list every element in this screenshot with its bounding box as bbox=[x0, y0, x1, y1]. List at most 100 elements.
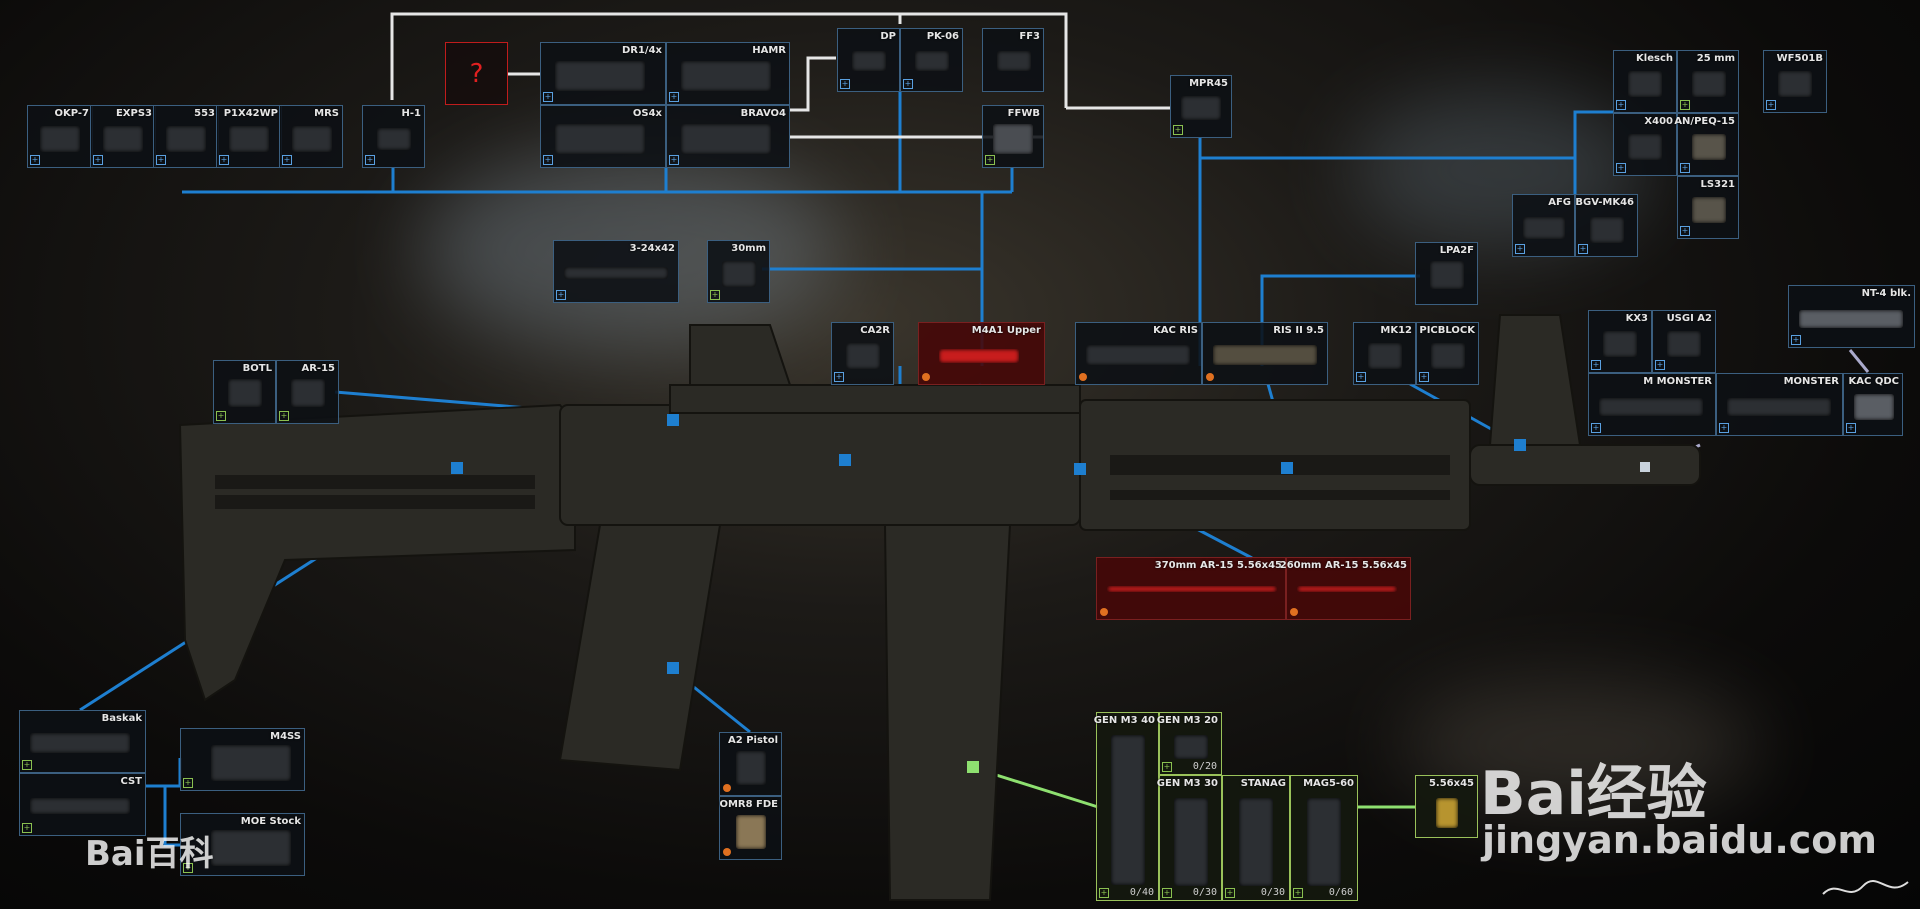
slot-lpa2f[interactable]: LPA2F bbox=[1415, 242, 1478, 305]
slot-ar15[interactable]: AR-15+ bbox=[276, 360, 339, 424]
pin-barrel[interactable] bbox=[1074, 463, 1086, 475]
slot-p1x42wp[interactable]: P1X42WP+ bbox=[216, 105, 282, 168]
plus-icon[interactable]: + bbox=[1419, 372, 1429, 382]
slot-wf501b[interactable]: WF501B+ bbox=[1763, 50, 1827, 113]
slot-hamr[interactable]: HAMR+ bbox=[666, 42, 790, 105]
slot-botl[interactable]: BOTL+ bbox=[213, 360, 276, 424]
slot-kac-qdc[interactable]: KAC QDC+ bbox=[1843, 373, 1903, 436]
plus-icon[interactable]: + bbox=[669, 155, 679, 165]
slot-mpr45[interactable]: MPR45+ bbox=[1170, 75, 1232, 138]
plus-icon[interactable]: + bbox=[1766, 100, 1776, 110]
plus-icon[interactable]: + bbox=[183, 863, 193, 873]
slot-ris-ii-9-5[interactable]: RIS II 9.5 bbox=[1202, 322, 1328, 385]
slot-barrel-370mm[interactable]: 370mm AR-15 5.56x45 bbox=[1096, 557, 1286, 620]
slot-ls321[interactable]: LS321+ bbox=[1677, 176, 1739, 239]
plus-icon[interactable]: + bbox=[1680, 100, 1690, 110]
slot-3-24x42[interactable]: 3-24x42+ bbox=[553, 240, 679, 303]
slot-os4x[interactable]: OS4x+ bbox=[540, 105, 666, 168]
slot-ca2r[interactable]: CA2R+ bbox=[831, 322, 894, 385]
plus-icon[interactable]: + bbox=[1680, 163, 1690, 173]
slot-omr8-fde[interactable]: OMR8 FDE bbox=[719, 796, 782, 860]
plus-icon[interactable]: + bbox=[1591, 360, 1601, 370]
plus-icon[interactable]: + bbox=[30, 155, 40, 165]
plus-icon[interactable]: + bbox=[543, 155, 553, 165]
slot-baskak[interactable]: Baskak+ bbox=[19, 710, 146, 773]
slot-30mm[interactable]: 30mm+ bbox=[707, 240, 770, 303]
plus-icon[interactable]: + bbox=[22, 760, 32, 770]
plus-icon[interactable]: + bbox=[93, 155, 103, 165]
plus-icon[interactable]: + bbox=[1791, 335, 1801, 345]
slot-dp[interactable]: DP+ bbox=[837, 28, 900, 92]
plus-icon[interactable]: + bbox=[1719, 423, 1729, 433]
plus-icon[interactable]: + bbox=[556, 290, 566, 300]
slot-kx3[interactable]: KX3+ bbox=[1588, 310, 1652, 373]
slot-25mm[interactable]: 25 mm+ bbox=[1677, 50, 1739, 113]
plus-icon[interactable]: + bbox=[1356, 372, 1366, 382]
plus-icon[interactable]: + bbox=[903, 79, 913, 89]
plus-icon[interactable]: + bbox=[279, 411, 289, 421]
pin-magazine[interactable] bbox=[967, 761, 979, 773]
plus-icon[interactable]: + bbox=[1293, 888, 1303, 898]
plus-icon[interactable]: + bbox=[985, 155, 995, 165]
slot-m4a1-upper[interactable]: M4A1 Upper bbox=[918, 322, 1045, 385]
plus-icon[interactable]: + bbox=[1225, 888, 1235, 898]
slot-usgi-a2[interactable]: USGI A2+ bbox=[1652, 310, 1716, 373]
plus-icon[interactable]: + bbox=[1591, 423, 1601, 433]
slot-picblock[interactable]: PICBLOCK+ bbox=[1416, 322, 1479, 385]
slot-nt4[interactable]: NT-4 blk.+ bbox=[1788, 285, 1915, 348]
slot-ff3[interactable]: FF3 bbox=[982, 28, 1044, 92]
slot-kac-ris[interactable]: KAC RIS bbox=[1075, 322, 1202, 385]
pin-stock[interactable] bbox=[451, 462, 463, 474]
slot-monster[interactable]: MONSTER+ bbox=[1716, 373, 1843, 436]
slot-a2-pistol[interactable]: A2 Pistol bbox=[719, 732, 782, 796]
slot-ammo-5-56x45[interactable]: 5.56x45 bbox=[1415, 775, 1478, 838]
plus-icon[interactable]: + bbox=[710, 290, 720, 300]
plus-icon[interactable]: + bbox=[840, 79, 850, 89]
plus-icon[interactable]: + bbox=[1680, 226, 1690, 236]
slot-barrel-260mm[interactable]: 260mm AR-15 5.56x45 bbox=[1280, 557, 1411, 620]
plus-icon[interactable]: + bbox=[282, 155, 292, 165]
slot-an-peq15[interactable]: AN/PEQ-15+ bbox=[1674, 113, 1739, 176]
pin-handguard[interactable] bbox=[1281, 462, 1293, 474]
plus-icon[interactable]: + bbox=[1173, 125, 1183, 135]
plus-icon[interactable]: + bbox=[543, 92, 553, 102]
slot-okp7[interactable]: OKP-7+ bbox=[27, 105, 93, 168]
slot-klesch[interactable]: Klesch+ bbox=[1613, 50, 1677, 113]
slot-mk12[interactable]: MK12+ bbox=[1353, 322, 1416, 385]
plus-icon[interactable]: + bbox=[1616, 100, 1626, 110]
slot-553[interactable]: 553+ bbox=[153, 105, 219, 168]
pin-front-sight[interactable] bbox=[1514, 439, 1526, 451]
plus-icon[interactable]: + bbox=[1846, 423, 1856, 433]
slot-pk06[interactable]: PK-06+ bbox=[900, 28, 963, 92]
plus-icon[interactable]: + bbox=[22, 823, 32, 833]
plus-icon[interactable]: + bbox=[216, 411, 226, 421]
plus-icon[interactable]: + bbox=[365, 155, 375, 165]
slot-bgv-mk46[interactable]: BGV-MK46+ bbox=[1575, 194, 1638, 257]
plus-icon[interactable]: + bbox=[156, 155, 166, 165]
pin-upper[interactable] bbox=[839, 454, 851, 466]
plus-icon[interactable]: + bbox=[1515, 244, 1525, 254]
pin-grip[interactable] bbox=[667, 662, 679, 674]
slot-cst[interactable]: CST+ bbox=[19, 773, 146, 836]
slot-moe-stock[interactable]: MOE Stock+ bbox=[180, 813, 305, 876]
slot-afg[interactable]: AFG+ bbox=[1512, 194, 1575, 257]
slot-ffwb[interactable]: FFWB+ bbox=[982, 105, 1044, 168]
pin-muzzle[interactable] bbox=[1640, 462, 1650, 472]
plus-icon[interactable]: + bbox=[183, 778, 193, 788]
slot-bravo4[interactable]: BRAVO4+ bbox=[666, 105, 790, 168]
plus-icon[interactable]: + bbox=[1099, 888, 1109, 898]
slot-x400[interactable]: X400+ bbox=[1613, 113, 1677, 176]
plus-icon[interactable]: + bbox=[1578, 244, 1588, 254]
slot-m-monster[interactable]: M MONSTER+ bbox=[1588, 373, 1716, 436]
plus-icon[interactable]: + bbox=[1616, 163, 1626, 173]
plus-icon[interactable]: + bbox=[1655, 360, 1665, 370]
plus-icon[interactable]: + bbox=[1162, 888, 1172, 898]
plus-icon[interactable]: + bbox=[669, 92, 679, 102]
plus-icon[interactable]: + bbox=[1162, 762, 1172, 772]
pin-sight[interactable] bbox=[667, 414, 679, 426]
